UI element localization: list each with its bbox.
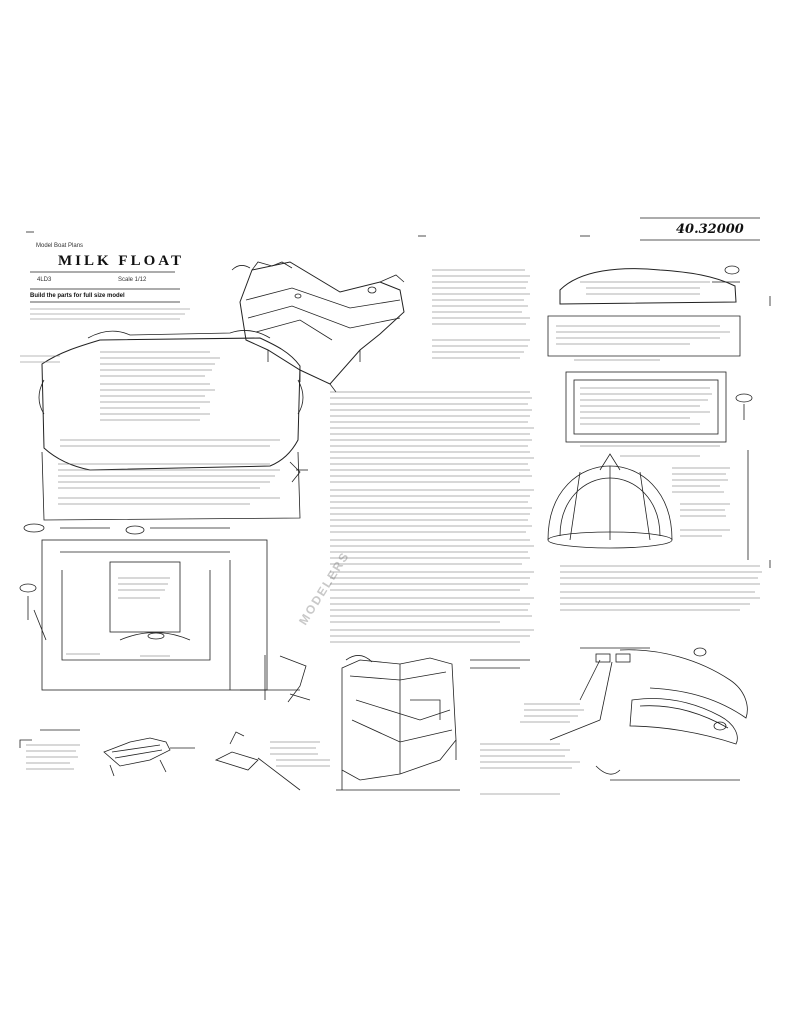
scale-note: Scale 1/12 (118, 277, 147, 283)
page-title: MILK FLOAT (58, 253, 184, 269)
sheet-number: 40.32000 (676, 222, 744, 237)
kit-line: Model Boat Plans (36, 243, 84, 249)
subtitle: Build the parts for full size model (30, 293, 125, 299)
part-code: 4LD3 (37, 277, 52, 283)
